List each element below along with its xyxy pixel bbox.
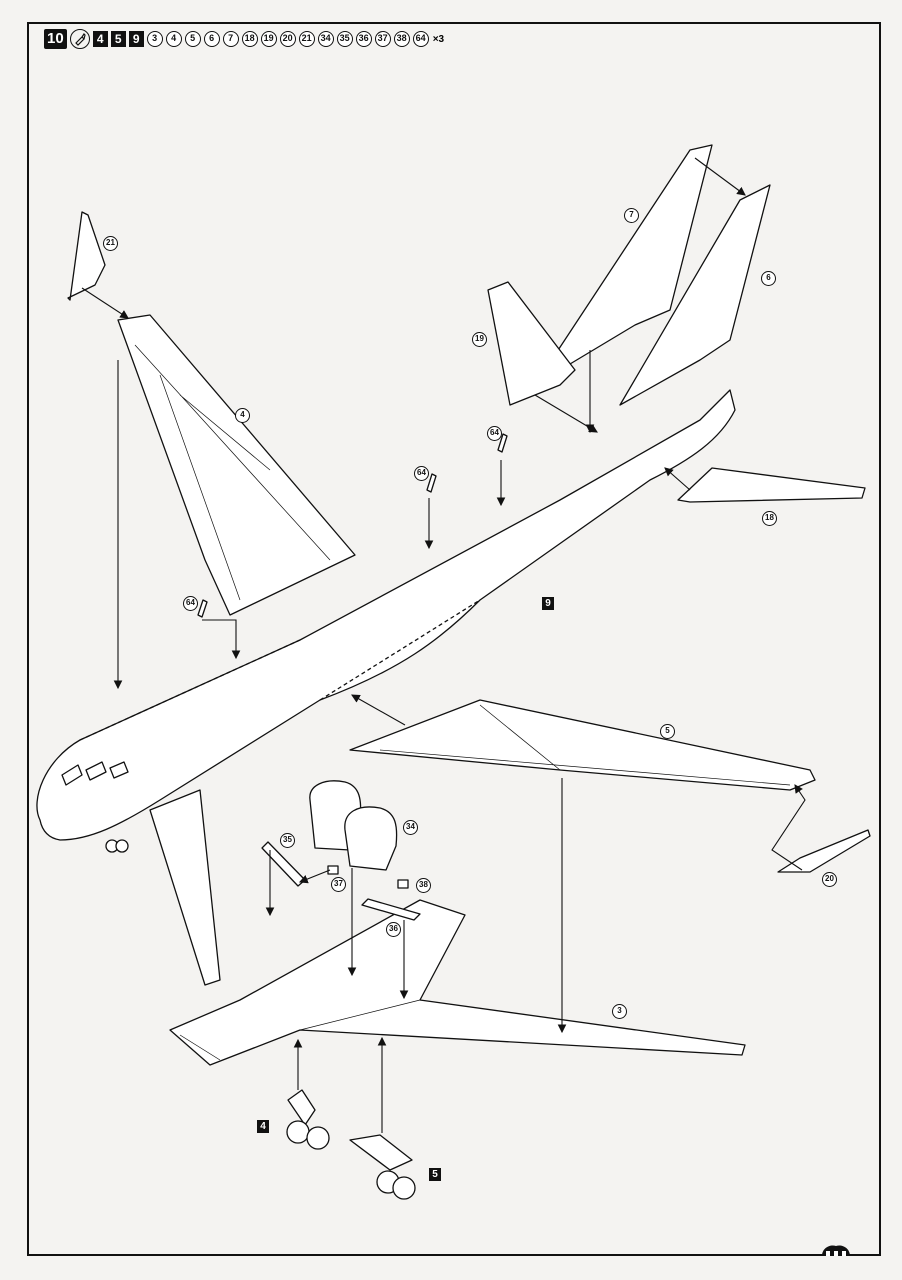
stabilizer-part-19: [487, 281, 576, 406]
part-number: 34: [317, 31, 334, 47]
main-gear-assembly-4: [287, 1089, 316, 1126]
arrow-19: [534, 394, 598, 433]
nose-gear-wheel: [115, 839, 129, 853]
subassembly-label: 4: [257, 1120, 269, 1133]
wing-4-panel-lines: [134, 344, 331, 601]
part-label: 7: [624, 208, 639, 223]
arrow-20: [771, 784, 806, 871]
part-label: 64: [487, 426, 502, 441]
winglet-part-20: [777, 829, 871, 873]
engine-part-34b: [344, 806, 398, 871]
part-number: 64: [412, 31, 429, 47]
arrow-18: [664, 467, 691, 491]
part-number: 38: [393, 31, 410, 47]
part-label: 20: [822, 872, 837, 887]
part-label: 64: [183, 596, 198, 611]
winglet-part-21: [67, 211, 106, 301]
arrow-7-6: [694, 157, 746, 196]
wing-part-3: [169, 899, 746, 1066]
fuselage-keel-line: [79, 599, 481, 741]
main-gear-wheel: [306, 1126, 330, 1150]
step-header: 10 4 5 9 3 4 5 6 7 18 19 20 21 34 35 36 …: [44, 29, 444, 49]
part-label: 64: [414, 466, 429, 481]
part-label: 4: [235, 408, 250, 423]
wing-part-4: [117, 314, 356, 616]
cockpit-window: [61, 761, 129, 786]
pylon-part-36: [361, 898, 421, 921]
part-label: 34: [403, 820, 418, 835]
part-label: 19: [472, 332, 487, 347]
part-label: 37: [331, 877, 346, 892]
part-label: 6: [761, 271, 776, 286]
lower-fuselage-strip: [149, 789, 221, 986]
pylon-part-35: [261, 841, 306, 887]
part-label: 21: [103, 236, 118, 251]
fuselage-part-9: [36, 389, 736, 841]
subassembly-badge: 5: [110, 31, 126, 47]
manufacturer-logo: [822, 1245, 850, 1256]
part-number: 35: [336, 31, 353, 47]
part-38: [397, 879, 409, 889]
step-number: 10: [44, 29, 67, 49]
arrow-37: [298, 869, 331, 884]
glue-tube-icon: [69, 29, 90, 49]
part-label: 18: [762, 511, 777, 526]
part-label: 5: [660, 724, 675, 739]
part-label: 38: [416, 878, 431, 893]
part-number: 5: [184, 31, 201, 47]
main-gear-assembly-5: [349, 1134, 413, 1171]
stabilizer-part-18: [677, 467, 866, 503]
wing-3-inner-lines: [179, 999, 421, 1061]
arrow-21-to-wing: [81, 287, 129, 319]
part-label: 3: [612, 1004, 627, 1019]
part-label: 36: [386, 922, 401, 937]
part-label: 35: [280, 833, 295, 848]
part-number: 37: [374, 31, 391, 47]
part-number: 18: [241, 31, 258, 47]
antenna-part-64: [197, 433, 508, 618]
part-number: 21: [298, 31, 315, 47]
part-number: 4: [165, 31, 182, 47]
arrow-64c: [202, 619, 241, 660]
part-37: [327, 865, 339, 875]
main-gear-wheel: [392, 1176, 416, 1200]
quantity-suffix: ×3: [432, 33, 445, 45]
part-number: 7: [222, 31, 239, 47]
arrow-5-to-fuselage: [351, 694, 406, 726]
part-number: 36: [355, 31, 372, 47]
tail-fin-part-6: [619, 184, 771, 406]
subassembly-badge: 4: [92, 31, 108, 47]
part-number: 20: [279, 31, 296, 47]
part-number: 6: [203, 31, 220, 47]
main-gear-wheel: [286, 1120, 310, 1144]
subassembly-label: 9: [542, 597, 554, 610]
instruction-sheet-frame: [27, 22, 881, 1256]
part-number: 3: [146, 31, 163, 47]
part-number: 19: [260, 31, 277, 47]
subassembly-badge: 9: [128, 31, 144, 47]
subassembly-label: 5: [429, 1168, 441, 1181]
wing-part-5: [349, 699, 816, 791]
wing-5-panel-lines: [379, 704, 791, 786]
